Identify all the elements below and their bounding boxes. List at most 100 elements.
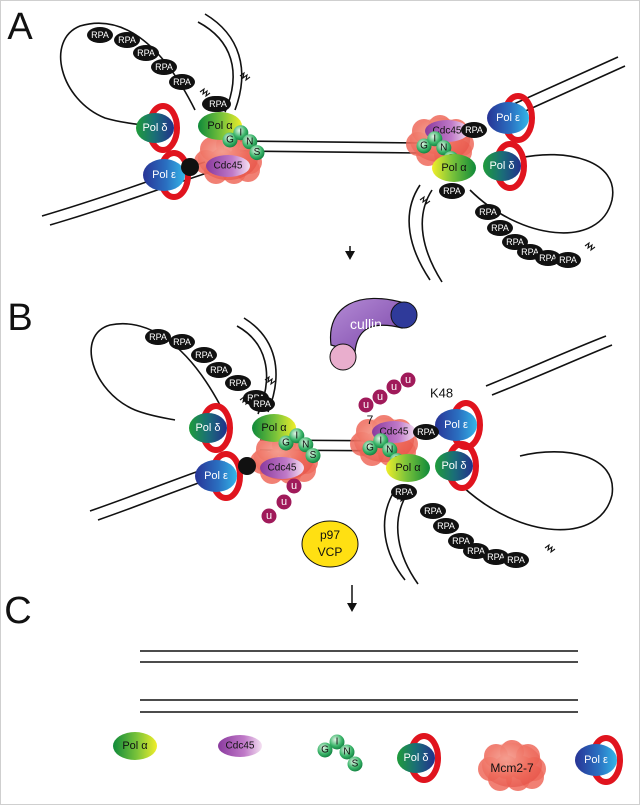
- rpa-label: RPA: [91, 30, 109, 40]
- rpa-bead: RPA: [463, 543, 489, 559]
- gins-subunit: [222, 132, 238, 148]
- cdc45-shape: [206, 155, 250, 177]
- cdc45: Cdc45: [218, 735, 262, 757]
- rpa-label: RPA: [229, 378, 247, 388]
- rpa-bead-shape: [535, 250, 561, 266]
- ubiquitin: u: [358, 397, 374, 413]
- ubiquitin: u: [286, 478, 302, 494]
- rpa-bead: RPA: [555, 252, 581, 268]
- ubiquitin-shape: [276, 494, 292, 510]
- gins-subunit-label: I: [433, 133, 436, 144]
- rpa-bead-shape: [145, 329, 171, 345]
- pol-alpha: Pol α: [113, 732, 157, 760]
- rpa-bead: RPA: [114, 32, 140, 48]
- arrow-head: [347, 603, 357, 612]
- gins-subunit: [317, 742, 333, 758]
- ubiquitin-shape: [286, 478, 302, 494]
- rpa-bead-shape: [433, 518, 459, 534]
- gins-subunit-label: S: [254, 147, 261, 158]
- gins-subunit-label: G: [420, 141, 428, 152]
- ubiquitin-shape: [372, 389, 388, 405]
- rpa-bead: RPA: [169, 334, 195, 350]
- rpa-bead-shape: [420, 503, 446, 519]
- gins-subunit: [362, 440, 378, 456]
- ubiquitin-shape: [358, 397, 374, 413]
- pol-delta-shape: [136, 113, 174, 143]
- rpa-bead-shape: [475, 204, 501, 220]
- cdc45-shape: [260, 457, 304, 479]
- mcm-core: [482, 743, 542, 787]
- pol-alpha: Pol α: [386, 454, 430, 482]
- ubiquitin-shape: [386, 379, 402, 395]
- gins-subunit: [298, 437, 314, 453]
- pol-epsilon-shape: [487, 102, 529, 134]
- rpa-bead: RPA: [205, 96, 231, 112]
- rpa-label: RPA: [253, 399, 271, 409]
- rpa-bead-shape: [225, 375, 251, 391]
- pol-delta-shape: [189, 413, 227, 443]
- rpa-bead: RPA: [475, 204, 501, 220]
- pol-epsilon-label: Pol ε: [204, 470, 228, 482]
- rpa-label: RPA: [507, 555, 525, 565]
- pol-alpha-shape: [432, 154, 476, 182]
- pol-alpha-shape: [113, 732, 157, 760]
- mcm2-7-complex: [478, 740, 546, 791]
- rpa-bead-shape: [151, 59, 177, 75]
- mcm-label: Mcm2-7: [490, 761, 534, 775]
- rpa-label: RPA: [539, 253, 557, 263]
- pol-epsilon-label: Pol ε: [496, 112, 520, 124]
- cdc45-label: Cdc45: [433, 126, 462, 137]
- rpa-bead: RPA: [483, 549, 509, 565]
- ubiquitin: u: [386, 379, 402, 395]
- rpa-bead: RPA: [191, 347, 217, 363]
- primer-zigzag: [239, 395, 251, 406]
- k48-label: K48: [430, 386, 453, 401]
- cdc45-label: Cdc45: [380, 427, 409, 438]
- rpa-bead: RPA: [420, 503, 446, 519]
- gins-subunit-label: G: [321, 745, 329, 756]
- rpa-bead-shape: [391, 484, 417, 500]
- ubiquitin: u: [372, 389, 388, 405]
- ubiquitin-label: u: [405, 374, 411, 386]
- rpa-bead: RPA: [391, 484, 417, 500]
- rpa-bead-shape: [205, 96, 231, 112]
- cdc45: Cdc45: [206, 155, 250, 177]
- rpa-bead: RPA: [249, 396, 275, 412]
- pol-delta-shape: [435, 451, 473, 481]
- pol-delta-shape: [483, 151, 521, 181]
- cullin-ball-blue: [390, 301, 418, 329]
- rpa-label: RPA: [559, 255, 577, 265]
- gins-subunit: [436, 140, 452, 156]
- pol-delta-label: Pol δ: [489, 160, 514, 172]
- gins-subunit: [278, 435, 294, 451]
- primer-zigzag: [199, 87, 211, 98]
- pol-alpha-shape: [386, 454, 430, 482]
- ubiquitin-label: u: [266, 510, 272, 522]
- gins-subunit-label: N: [246, 136, 253, 147]
- arrow-b-to-c: [347, 585, 357, 612]
- rpa-label: RPA: [491, 223, 509, 233]
- primer-zigzag: [584, 241, 596, 252]
- ctf4-black-dot: [238, 457, 256, 475]
- rpa-bead: RPA: [439, 183, 465, 199]
- primer-zigzag: [544, 543, 556, 554]
- rpa-label: RPA: [149, 332, 167, 342]
- gins-subunit-label: N: [440, 142, 447, 153]
- ubiquitin: u: [400, 372, 416, 388]
- pol-alpha-label: Pol α: [441, 162, 467, 174]
- rpa-label: RPA: [487, 552, 505, 562]
- gins-subunit: [382, 442, 398, 458]
- seven-label: 7: [367, 413, 374, 427]
- rpa-bead: RPA: [87, 27, 113, 43]
- rpa-bead-shape: [206, 362, 232, 378]
- cullin-ball-pink: [329, 343, 357, 371]
- gins-subunit: [416, 138, 432, 154]
- pol-alpha-label: Pol α: [395, 462, 421, 474]
- pol-delta: Pol δ: [136, 103, 180, 153]
- rpa-bead: RPA: [169, 74, 195, 90]
- pol-epsilon-label: Pol ε: [152, 169, 176, 181]
- rpa-bead: RPA: [461, 122, 487, 138]
- rpa-bead-shape: [169, 334, 195, 350]
